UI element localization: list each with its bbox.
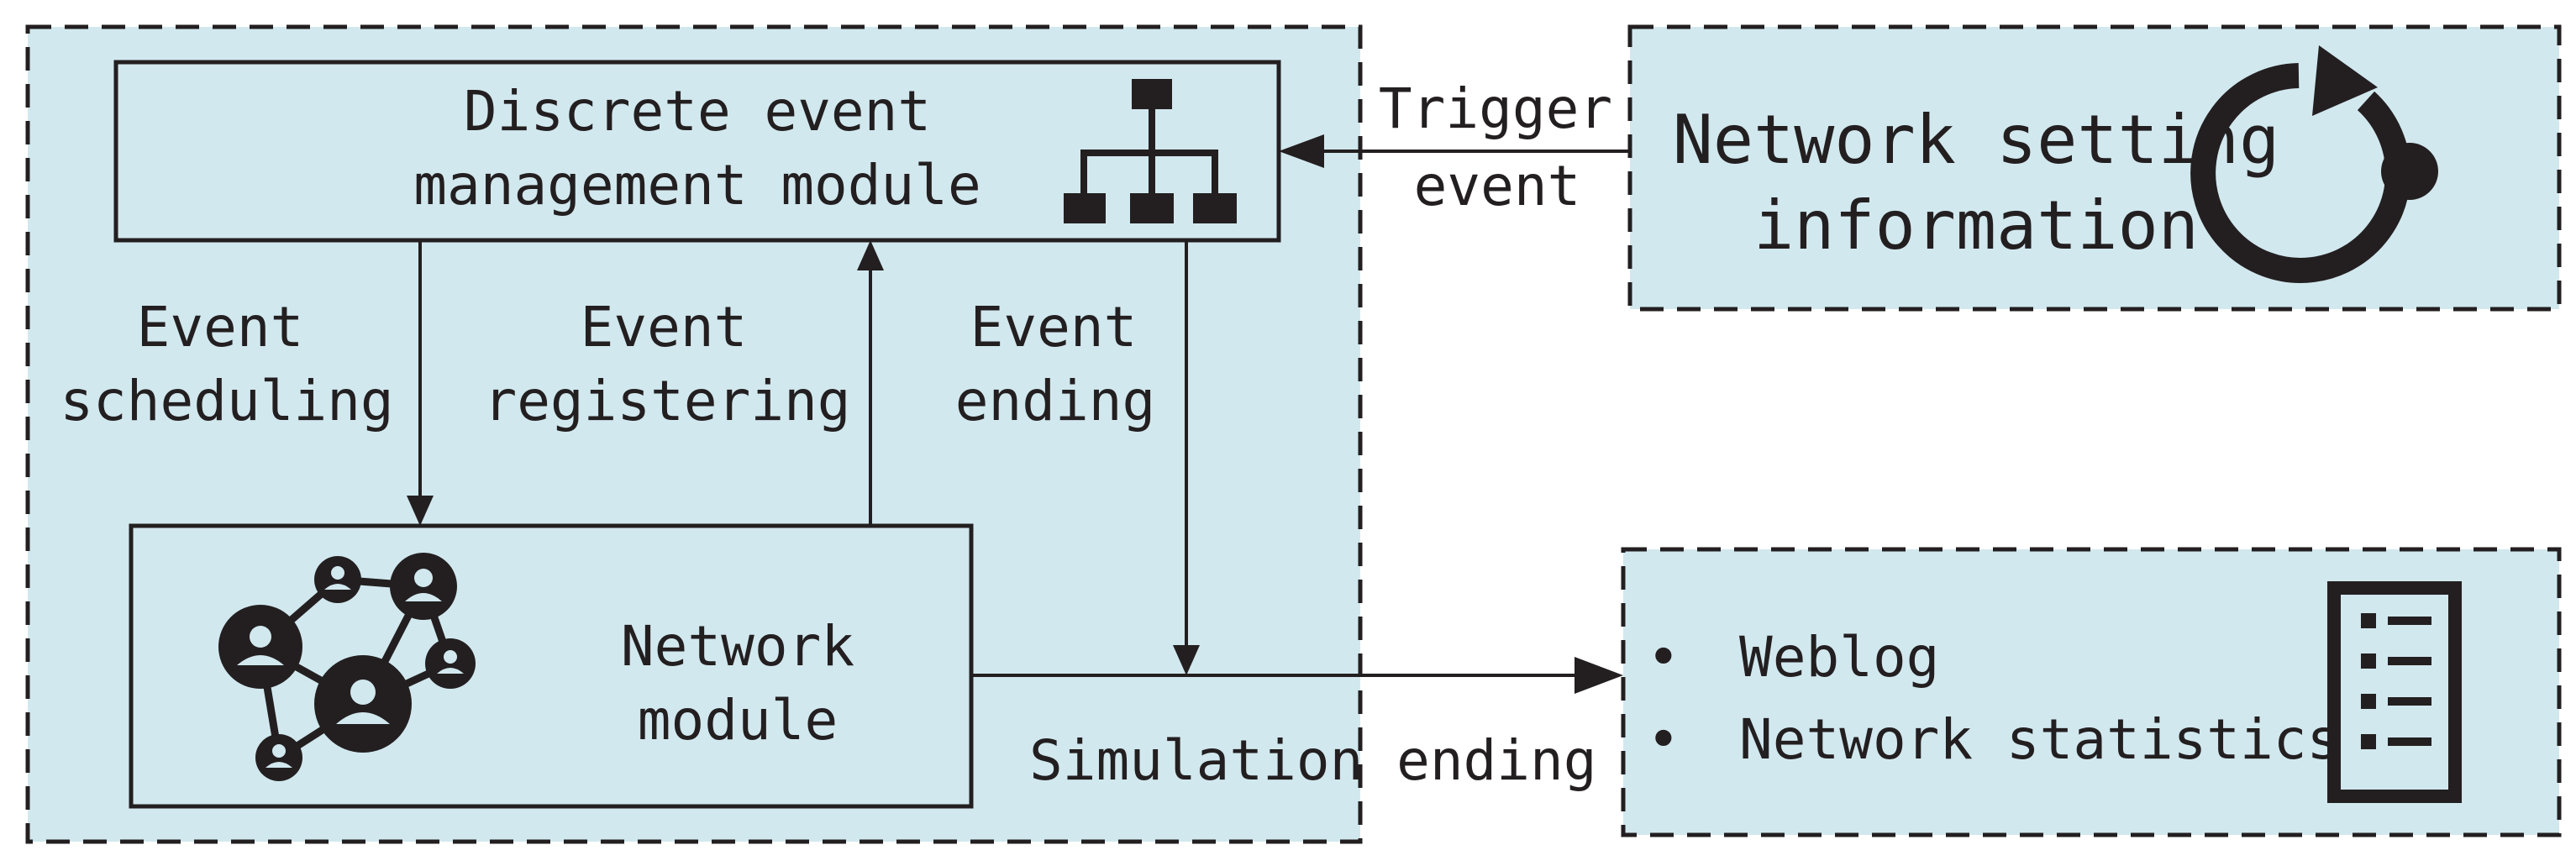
output-bullet-2: • [1647,707,1680,772]
network-setting-label-line1: Network setting [1673,101,2279,179]
hierarchy-icon [1064,79,1237,223]
simulation-ending-arrow [971,657,1623,694]
event-module-label-line2: management module [413,153,981,218]
event-module-label-line1: Discrete event [464,79,931,144]
checklist-icon [2327,581,2462,803]
network-module-label-line2: module [638,688,838,753]
trigger-event-label-line2: event [1414,154,1581,218]
trigger-event-label-line1: Trigger [1379,76,1612,141]
output-item-weblog: Weblog [1739,625,1939,690]
output-bullet-1: • [1647,625,1680,690]
event-registering-label-line2: registering [483,369,850,433]
network-module-label-line1: Network [621,614,854,679]
event-management-module: Discrete event management module [113,60,1281,243]
simulation-ending-label: Simulation ending [1029,728,1597,793]
refresh-cycle-icon [2190,45,2438,283]
network-setting-label-line2: information [1753,186,2199,265]
social-network-icon [218,553,476,781]
event-scheduling-label-line1: Event [137,295,304,360]
event-registering-label-line1: Event [581,295,748,360]
event-ending-label-line1: Event [970,295,1138,360]
network-module: Network module [129,523,974,809]
network-setting-panel: Network setting information [1627,24,2562,312]
output-item-network-statistics: Network statistics [1739,707,2340,772]
output-panel: • Weblog • Network statistics [1621,547,2562,837]
event-registering-arrow [857,240,884,526]
event-scheduling-label-line2: scheduling [60,369,393,433]
event-ending-arrow [1173,240,1200,675]
output-panel-frame [1621,547,2562,837]
event-scheduling-arrow [407,240,434,526]
trigger-event-arrow [1279,134,1633,168]
event-ending-label-line2: ending [955,369,1155,433]
